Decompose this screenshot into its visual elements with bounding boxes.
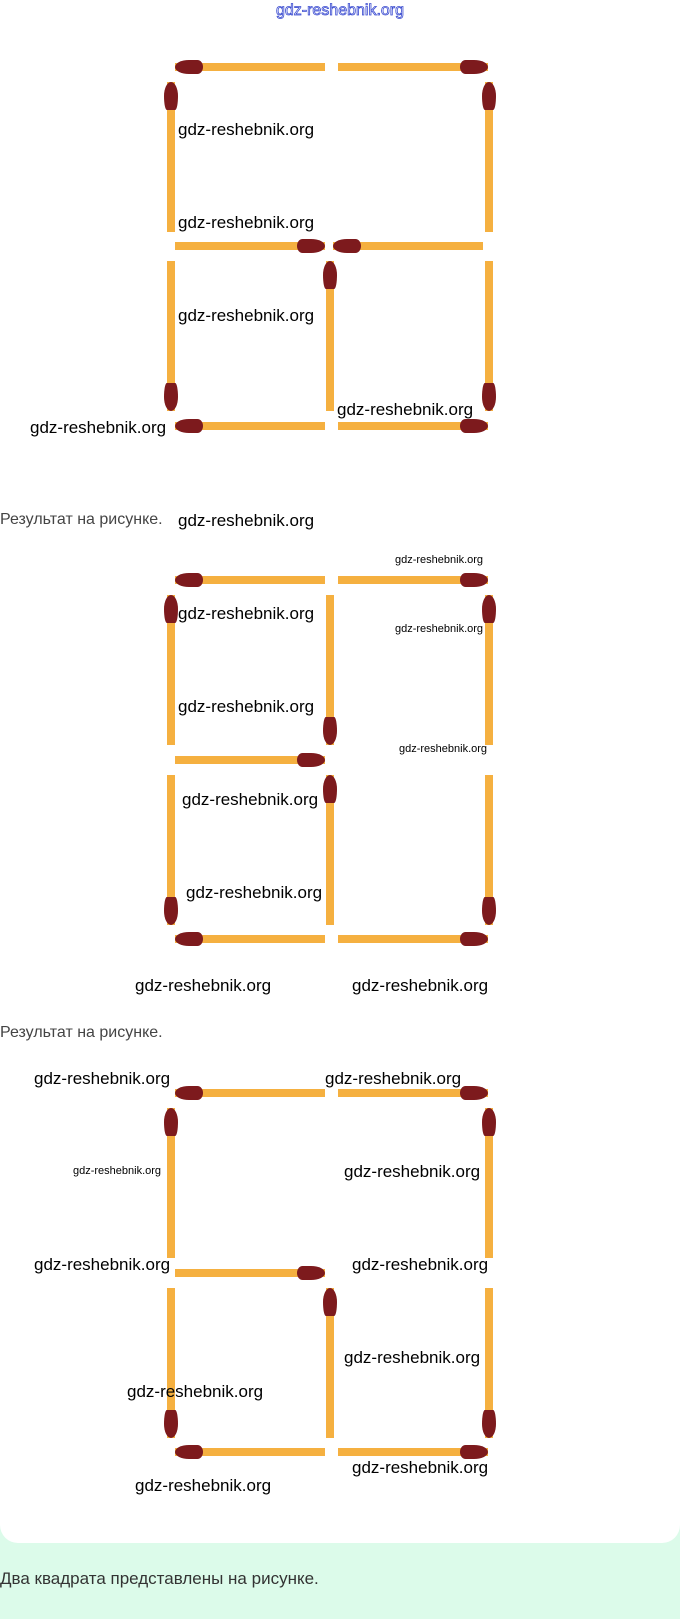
watermark-text: gdz-reshebnik.org	[127, 1382, 264, 1401]
matchstick	[175, 753, 325, 767]
watermark-text: gdz-reshebnik.org	[186, 883, 323, 902]
match-head	[164, 595, 178, 623]
match-head	[460, 1445, 488, 1459]
matchstick	[323, 595, 337, 745]
match-head	[482, 1410, 496, 1438]
matchstick	[164, 1108, 178, 1258]
match-head	[175, 1445, 203, 1459]
match-head	[460, 573, 488, 587]
matchstick	[175, 1445, 325, 1459]
matchstick	[175, 573, 325, 587]
matchstick	[164, 82, 178, 232]
watermark-text: gdz-reshebnik.org	[399, 743, 488, 755]
watermark-text: gdz-reshebnik.org	[178, 697, 315, 716]
matchstick	[482, 595, 496, 745]
matchstick	[323, 261, 337, 411]
matchstick	[175, 419, 325, 433]
matchstick	[482, 261, 496, 411]
match-head	[164, 1410, 178, 1438]
match-head	[175, 419, 203, 433]
matchstick	[175, 1266, 325, 1280]
matchstick	[164, 775, 178, 925]
matchstick	[175, 1086, 325, 1100]
watermark-text: gdz-reshebnik.org	[34, 1255, 171, 1274]
matchstick	[338, 932, 488, 946]
match-head	[323, 261, 337, 289]
match-head	[175, 1086, 203, 1100]
match-head	[482, 82, 496, 110]
match-head	[460, 419, 488, 433]
matchstick	[175, 60, 325, 74]
match-head	[175, 60, 203, 74]
watermark-text: gdz-reshebnik.org	[325, 1069, 462, 1088]
matchstick	[333, 239, 483, 253]
watermark-text: gdz-reshebnik.org	[30, 418, 167, 437]
caption-2: Результат на рисунке.	[0, 1024, 163, 1041]
watermark-text: gdz-reshebnik.org	[344, 1162, 481, 1181]
watermark-text: gdz-reshebnik.org	[73, 1165, 162, 1177]
watermark-text: gdz-reshebnik.org	[34, 1069, 171, 1088]
match-head	[460, 1086, 488, 1100]
matchstick	[338, 419, 488, 433]
match-head	[482, 383, 496, 411]
matchstick	[175, 932, 325, 946]
match-head	[333, 239, 361, 253]
matchstick	[164, 261, 178, 411]
match-head	[164, 82, 178, 110]
match-head	[175, 573, 203, 587]
match-head	[175, 932, 203, 946]
match-head	[323, 717, 337, 745]
watermark-text: gdz-reshebnik.org	[178, 213, 315, 232]
matchstick	[164, 595, 178, 745]
matchstick	[482, 1288, 496, 1438]
match-head	[323, 775, 337, 803]
watermark-text: gdz-reshebnik.org	[352, 1255, 489, 1274]
match-head	[164, 383, 178, 411]
matchstick	[338, 60, 488, 74]
matchstick	[338, 1086, 488, 1100]
figure-card	[0, 1083, 680, 1543]
watermark-text: gdz-reshebnik.org	[395, 554, 484, 566]
matchstick	[338, 573, 488, 587]
watermark-text: gdz-reshebnik.org	[344, 1348, 481, 1367]
watermark-text: gdz-reshebnik.org	[135, 976, 272, 995]
matchstick	[482, 1108, 496, 1258]
match-head	[323, 1288, 337, 1316]
watermark-text: gdz-reshebnik.org	[135, 1476, 272, 1495]
watermark-text: gdz-reshebnik.org	[178, 120, 315, 139]
match-head	[164, 897, 178, 925]
watermark-text: gdz-reshebnik.org	[352, 976, 489, 995]
watermark-text: gdz-reshebnik.org	[352, 1458, 489, 1477]
match-head	[164, 1108, 178, 1136]
watermark-text: gdz-reshebnik.org	[395, 623, 484, 635]
watermark-text: gdz-reshebnik.org	[178, 306, 315, 325]
match-head	[297, 1266, 325, 1280]
matchstick	[323, 1288, 337, 1438]
matchstick	[482, 82, 496, 232]
matchstick	[338, 1445, 488, 1459]
matchstick	[323, 775, 337, 925]
matchstick	[164, 1288, 178, 1438]
watermark-text: gdz-reshebnik.org	[182, 790, 319, 809]
match-head	[460, 932, 488, 946]
watermark-text: gdz-reshebnik.org	[178, 604, 315, 623]
watermark-text: gdz-reshebnik.org	[178, 511, 315, 530]
match-head	[297, 753, 325, 767]
match-head	[482, 897, 496, 925]
watermark-text: gdz-reshebnik.org	[337, 400, 474, 419]
match-head	[482, 1108, 496, 1136]
matchstick	[482, 775, 496, 925]
caption-3: Два квадрата представлены на рисунке.	[0, 1569, 319, 1588]
site-link[interactable]: gdz-reshebnik.org	[275, 2, 405, 20]
match-head	[482, 595, 496, 623]
match-head	[297, 239, 325, 253]
caption-1: Результат на рисунке.	[0, 511, 163, 528]
match-head	[460, 60, 488, 74]
matchstick	[175, 239, 325, 253]
